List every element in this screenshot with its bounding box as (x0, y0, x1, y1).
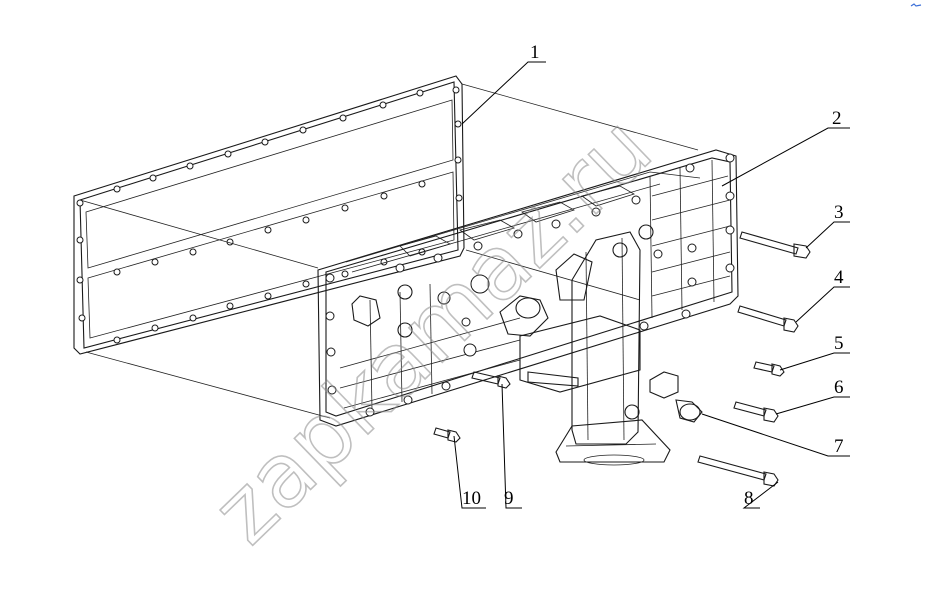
callout-10: 10 (462, 488, 481, 509)
bolt-3 (739, 231, 811, 259)
leader-lines (453, 61, 850, 509)
gasket-holes (76, 86, 463, 344)
callout-3: 3 (834, 202, 844, 223)
projection-lines (79, 83, 699, 419)
bolt-4 (737, 305, 799, 333)
callout-8: 8 (744, 488, 754, 509)
bolt-8 (697, 455, 779, 487)
callout-5: 5 (834, 333, 844, 354)
oil-pan (317, 149, 739, 466)
fitting-pair (624, 371, 679, 420)
bolt-10 (433, 427, 461, 443)
callout-6: 6 (834, 377, 844, 398)
bolt-5 (753, 361, 785, 377)
callouts: 1 2 3 4 5 6 7 8 9 10 (462, 42, 844, 509)
plug-7 (675, 399, 703, 423)
gasket-plate (73, 75, 465, 355)
bolt-6 (733, 401, 779, 423)
callout-7: 7 (834, 436, 844, 457)
callout-4: 4 (834, 267, 844, 288)
callout-1: 1 (530, 42, 540, 63)
bolt-9 (471, 371, 511, 389)
callout-2: 2 (832, 108, 842, 129)
callout-9: 9 (504, 488, 514, 509)
corner-mark-icon (910, 3, 922, 7)
